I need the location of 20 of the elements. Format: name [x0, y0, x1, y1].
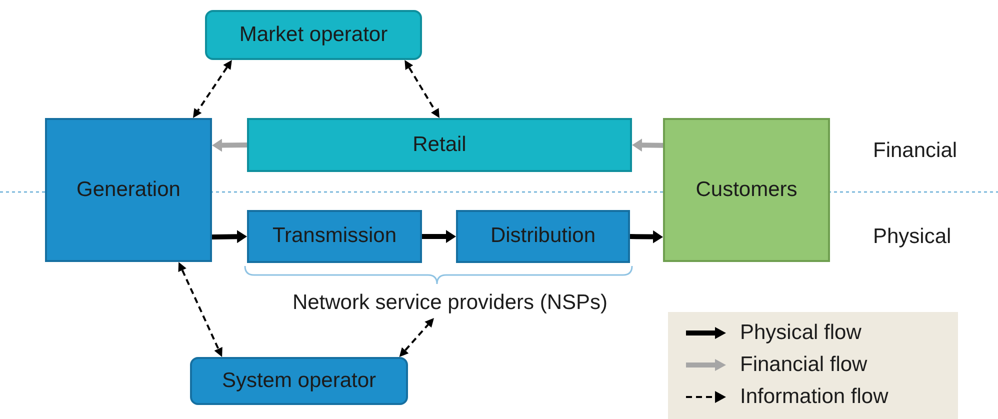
box-label: Market operator — [239, 22, 388, 48]
legend-label: Financial flow — [740, 353, 868, 377]
legend-label: Physical flow — [740, 321, 862, 345]
group-label: Network service providers (NSPs) — [292, 291, 608, 315]
process-box — [456, 210, 630, 263]
operator-box — [205, 10, 422, 60]
box-label: System operator — [222, 368, 376, 394]
box-label: Distribution — [490, 224, 596, 249]
operator-box — [190, 357, 408, 405]
box-label: Generation — [76, 178, 180, 202]
layer-label: Financial — [873, 139, 958, 163]
process-box — [663, 118, 830, 262]
process-box — [247, 210, 422, 263]
process-box — [247, 118, 632, 172]
box-label: Transmission — [272, 224, 397, 249]
layer-label: Physical — [873, 225, 952, 249]
legend-label: Information flow — [740, 385, 888, 409]
process-box — [45, 118, 212, 262]
box-label: Customers — [696, 178, 798, 202]
box-label: Retail — [412, 132, 466, 158]
